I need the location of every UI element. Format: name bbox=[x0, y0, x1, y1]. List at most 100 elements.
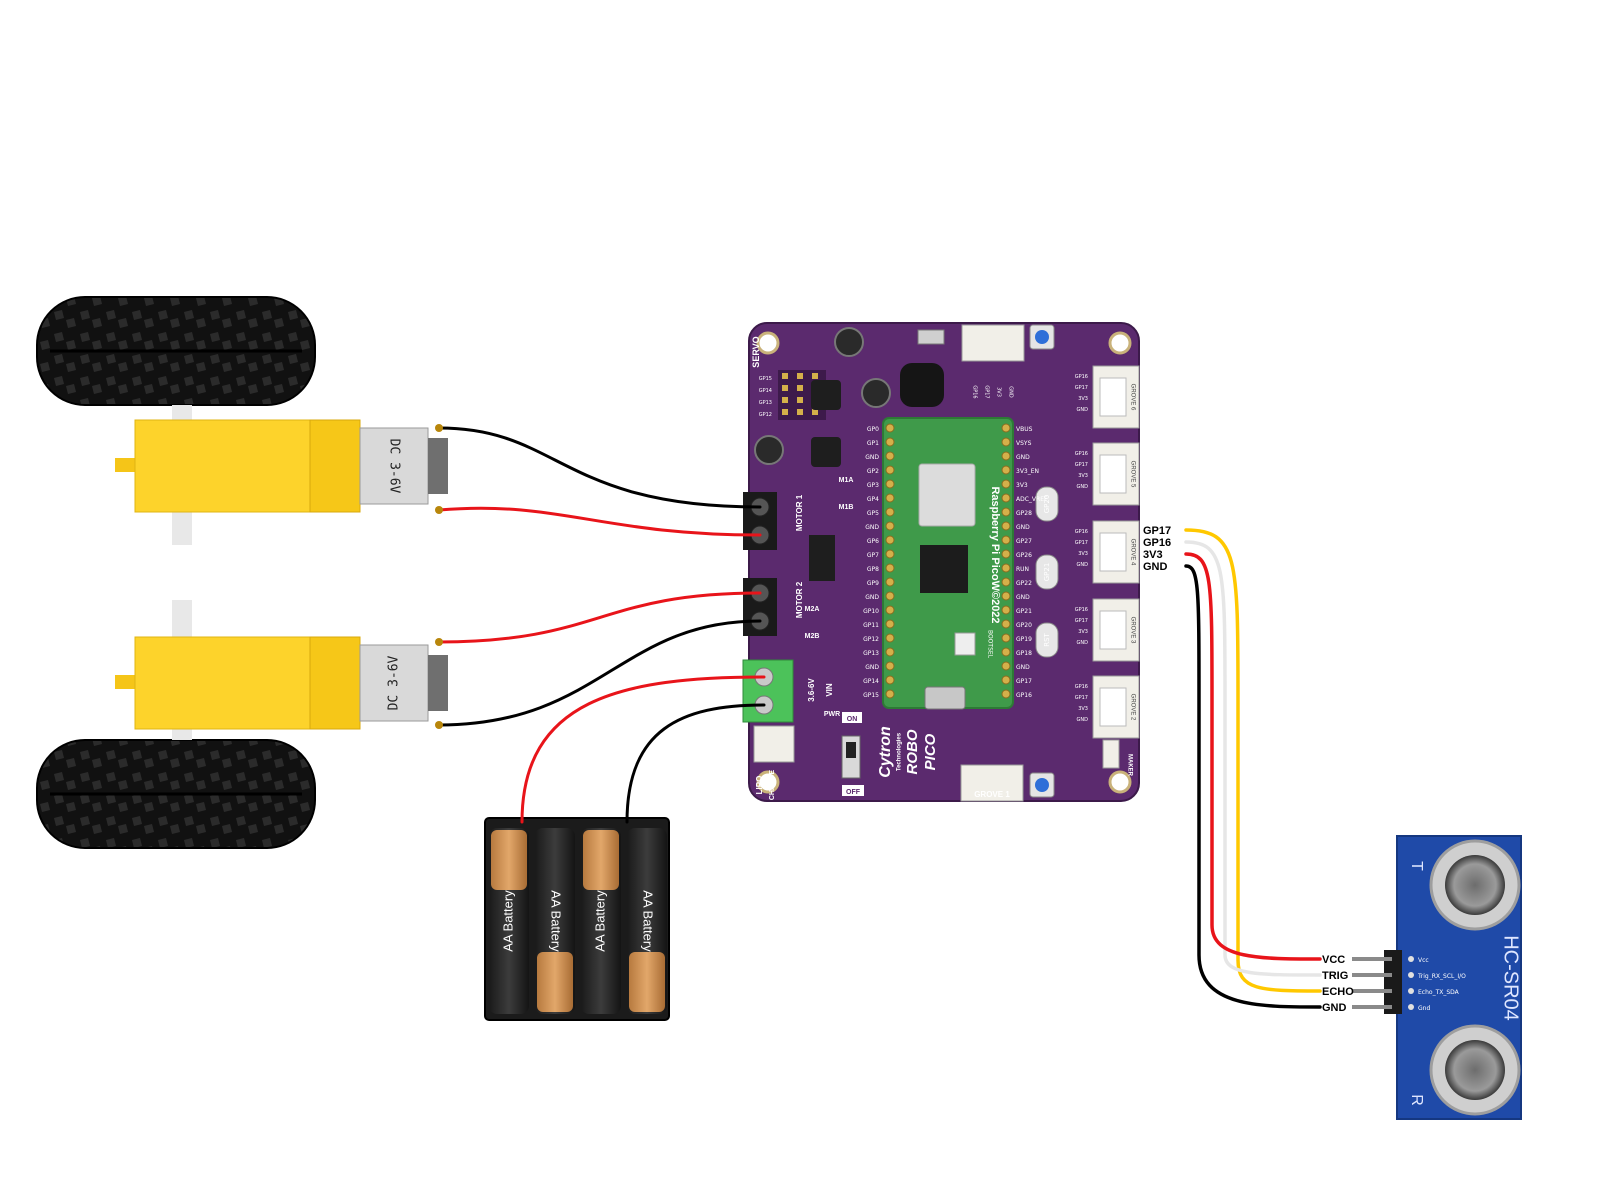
bootsel-button[interactable] bbox=[954, 632, 976, 656]
pin-label: GP6 bbox=[867, 538, 879, 545]
pico-pin bbox=[885, 493, 895, 503]
header-pin bbox=[797, 409, 803, 415]
motor-terminal-dot bbox=[435, 506, 443, 514]
wifi-module bbox=[918, 463, 976, 527]
inductor bbox=[811, 380, 841, 410]
grove-pin-label: GP16 bbox=[1075, 374, 1088, 380]
vin-label: VIN bbox=[825, 683, 834, 697]
pin-label: GP16 bbox=[1016, 692, 1032, 699]
pico-pin bbox=[885, 633, 895, 643]
pico-pin bbox=[1001, 423, 1011, 433]
header-pin bbox=[797, 373, 803, 379]
motor1-terminal bbox=[743, 492, 777, 550]
pico-pin bbox=[1001, 577, 1011, 587]
battery-label: AA Battery bbox=[549, 890, 564, 952]
pico-label: Raspberry Pi PicoW©2022 bbox=[989, 486, 1001, 623]
pico-pin bbox=[1001, 437, 1011, 447]
sensor-silk-label: Gnd bbox=[1418, 1005, 1430, 1012]
conn-label-gnd: GND bbox=[1143, 561, 1168, 573]
slide-switch-top bbox=[917, 329, 945, 345]
sensor-pad bbox=[1408, 1004, 1414, 1010]
gp20-button[interactable] bbox=[1035, 486, 1059, 522]
header-pin bbox=[782, 397, 788, 403]
grove-pin-label: 3V3 bbox=[1078, 473, 1088, 479]
off-label: OFF bbox=[846, 789, 861, 796]
pico-pin bbox=[1001, 619, 1011, 629]
wire-gnd-black bbox=[1184, 564, 1322, 1009]
gp21-label: GP21 bbox=[1043, 563, 1051, 582]
pin-label: GP8 bbox=[867, 566, 879, 573]
maker-port bbox=[1102, 739, 1120, 769]
motor-terminal-dot bbox=[435, 721, 443, 729]
pico-pin bbox=[885, 451, 895, 461]
buzzer bbox=[900, 363, 944, 407]
grove-pin-label: GND bbox=[1077, 484, 1089, 490]
vin-terminal bbox=[742, 659, 794, 723]
grove-pin-label: GP17 bbox=[984, 385, 990, 398]
pico-pin bbox=[885, 479, 895, 489]
gp20-label: GP20 bbox=[1043, 495, 1051, 514]
grove-pin-label: GND bbox=[1008, 386, 1014, 398]
conn-label-gp16: GP16 bbox=[1143, 537, 1171, 549]
pico-pin bbox=[885, 423, 895, 433]
grove1-connector bbox=[960, 764, 1024, 802]
sensor-silk-label: Echo_TX_SDA bbox=[1418, 989, 1460, 996]
pico-pin bbox=[1001, 633, 1011, 643]
pin-label: RUN bbox=[1016, 566, 1029, 573]
grove-pin-label: GND bbox=[1077, 407, 1089, 413]
pin-label: ADC_VREF bbox=[1016, 496, 1048, 503]
aa-battery-cell: AA Battery bbox=[581, 828, 621, 1014]
pin-label: GP2 bbox=[867, 468, 879, 475]
rp2040-chip bbox=[920, 545, 968, 593]
sensor-pad bbox=[1408, 956, 1414, 962]
pin-label: GND bbox=[1016, 594, 1030, 601]
pin-label: GP0 bbox=[867, 426, 879, 433]
pin-label: GP11 bbox=[863, 622, 879, 629]
gp21-button[interactable] bbox=[1035, 554, 1059, 590]
pico-pin bbox=[885, 689, 895, 699]
pico-pin bbox=[885, 605, 895, 615]
pico-pin bbox=[885, 535, 895, 545]
grove-pin-label: GP17 bbox=[1075, 695, 1088, 701]
pin-label: GP26 bbox=[1016, 552, 1032, 559]
wire-motor2-red bbox=[437, 591, 762, 644]
pin-label: GP10 bbox=[863, 608, 879, 615]
grove-pin-label: GP16 bbox=[972, 385, 978, 398]
usb-port[interactable] bbox=[924, 686, 966, 710]
pico-pin bbox=[1001, 605, 1011, 615]
grove-pin-label: 3V3 bbox=[1078, 629, 1088, 635]
grove-pin-label: GP17 bbox=[1075, 540, 1088, 546]
pico-pin bbox=[885, 465, 895, 475]
pico-pin bbox=[885, 521, 895, 531]
pico-pin bbox=[1001, 563, 1011, 573]
motor-bottom: DC 3-6V bbox=[115, 636, 448, 730]
capacitor bbox=[834, 327, 864, 357]
pin-label: VBUS bbox=[1016, 426, 1033, 433]
sensor-pin bbox=[1352, 989, 1392, 993]
pin-label: 3V3_EN bbox=[1016, 468, 1039, 475]
motor2-label: MOTOR 2 bbox=[795, 581, 804, 618]
motor-terminal-dot bbox=[435, 424, 443, 432]
rst-button[interactable] bbox=[1035, 622, 1059, 658]
sensor-pin-label: ECHO bbox=[1322, 986, 1354, 998]
capacitor bbox=[754, 435, 784, 465]
on-badge bbox=[842, 712, 862, 723]
grove1-label: GROVE 1 bbox=[974, 790, 1010, 799]
pico-pin bbox=[1001, 647, 1011, 657]
switch-knob bbox=[846, 742, 856, 758]
pin-label: GP14 bbox=[863, 678, 879, 685]
grove-pin-label: 3V3 bbox=[1078, 551, 1088, 557]
motor-bottom-label: DC 3-6V bbox=[387, 655, 402, 710]
header-pin bbox=[782, 409, 788, 415]
button-cap bbox=[1035, 330, 1049, 344]
pico-pin bbox=[1001, 479, 1011, 489]
grove-label: GROVE 3 bbox=[1129, 617, 1135, 644]
grove-label: GROVE 6 bbox=[1129, 384, 1135, 411]
wire-motor1-red bbox=[437, 506, 762, 537]
wire-battery-red bbox=[520, 675, 766, 824]
wire-trig-white bbox=[1184, 540, 1322, 977]
